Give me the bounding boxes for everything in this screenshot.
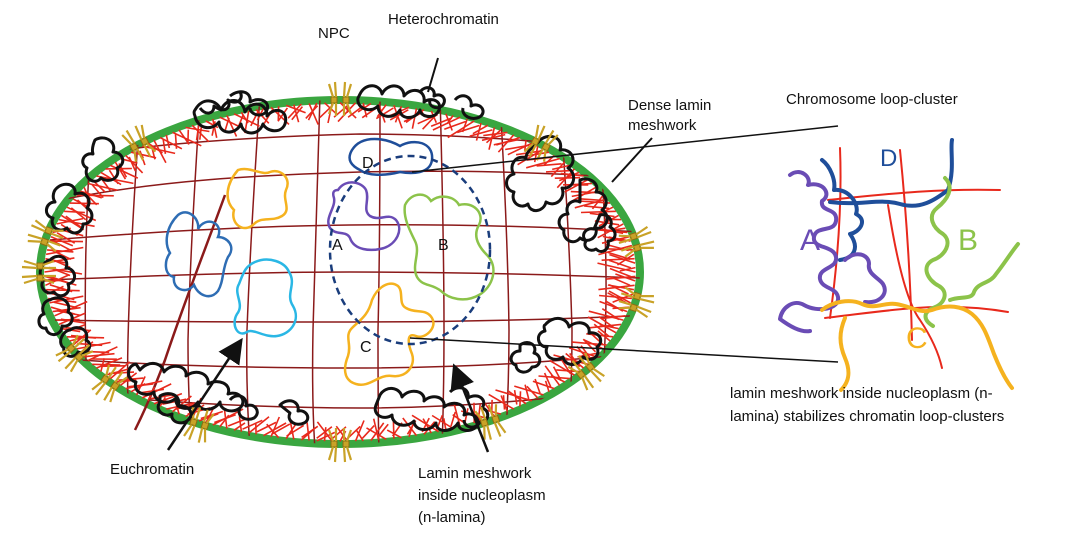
caption-line2: lamina) stabilizes chromatin loop-cluste… <box>730 408 1004 425</box>
lamin-fiber <box>57 320 80 321</box>
chromosome-loop-cluster-label: Chromosome loop-cluster <box>786 91 958 108</box>
loop-b-label: B <box>438 237 449 254</box>
dense-lamin-label-line2: meshwork <box>628 117 697 134</box>
lamin-fiber <box>49 241 83 242</box>
npc-label: NPC <box>318 25 350 42</box>
loop-a-label: A <box>332 237 343 254</box>
heterochromatin-pointer <box>428 58 438 92</box>
heterochromatin-label: Heterochromatin <box>388 11 499 28</box>
lamin-fiber <box>520 391 521 406</box>
zoom-label-b: B <box>958 224 978 257</box>
zoom-label-c: C <box>906 322 928 355</box>
dense-lamin-label-line1: Dense lamin <box>628 97 711 114</box>
loop-c-label: C <box>360 339 372 356</box>
zoom-label-d: D <box>880 145 897 172</box>
caption-line1: lamin meshwork inside nucleoplasm (n- <box>730 385 993 402</box>
euchromatin-label: Euchromatin <box>110 461 194 478</box>
dense-lamin-pointer <box>612 138 652 182</box>
loop-d-label: D <box>362 155 374 172</box>
lamin-inside-label-line2: inside nucleoplasm <box>418 487 546 504</box>
lamin-fiber <box>393 421 394 439</box>
lamin-inside-label-line1: Lamin meshwork <box>418 465 532 482</box>
lamin-inside-label-line3: (n-lamina) <box>418 509 486 526</box>
lamin-fiber <box>46 290 80 291</box>
zoom-label-a: A <box>800 224 820 257</box>
lamin-fiber <box>92 364 120 365</box>
loop-cluster-zoom <box>780 140 1018 390</box>
